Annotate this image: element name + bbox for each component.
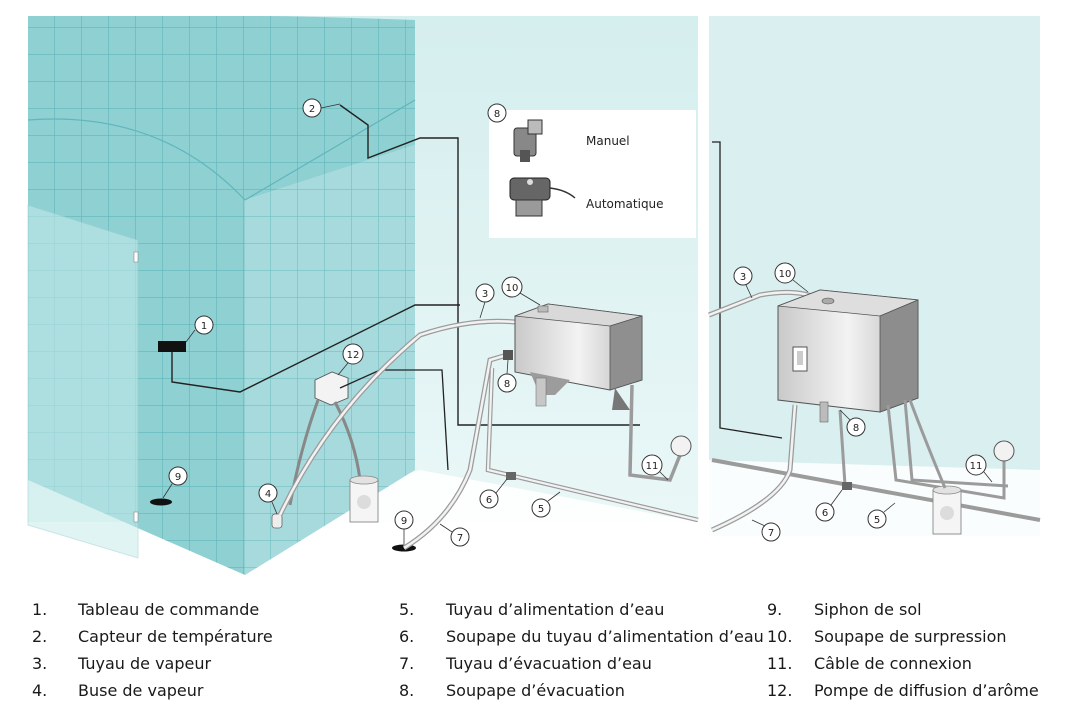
floor-drain xyxy=(150,498,172,506)
callout-3-right: 3 xyxy=(733,266,753,299)
callout-8-right: 8 xyxy=(839,409,866,437)
aroma-bottle xyxy=(349,475,379,523)
callout-11: 11 xyxy=(641,454,669,481)
svg-text:10: 10 xyxy=(779,269,792,280)
svg-text:12: 12 xyxy=(347,350,360,361)
svg-text:8: 8 xyxy=(504,379,510,390)
callout-8-inset: 8 xyxy=(487,103,507,123)
svg-text:8: 8 xyxy=(853,423,859,434)
aroma-bottle-right xyxy=(932,485,962,535)
glass-door xyxy=(27,204,139,559)
callout-7: 7 xyxy=(439,523,470,547)
callout-10: 10 xyxy=(501,276,541,306)
right-scene xyxy=(708,16,1041,536)
callout-6: 6 xyxy=(479,478,508,509)
callout-9-outside: 9 xyxy=(394,510,414,544)
aroma-pump xyxy=(314,371,349,406)
left-scene xyxy=(27,16,699,580)
shower-side-wall xyxy=(245,145,415,575)
steam-generator-large xyxy=(777,289,919,423)
svg-text:3: 3 xyxy=(482,289,488,300)
svg-text:6: 6 xyxy=(486,495,492,506)
junction-box xyxy=(670,435,692,457)
manual-label: Manuel xyxy=(586,134,630,148)
svg-text:7: 7 xyxy=(768,528,774,539)
manual-valve-icon xyxy=(513,119,543,162)
callouts: 8 1 2 3 10 12 8 4 9 9 7 6 5 11 3 10 8 11… xyxy=(162,98,993,547)
automatic-label: Automatique xyxy=(586,197,664,211)
callout-9: 9 xyxy=(162,466,188,499)
svg-text:5: 5 xyxy=(874,515,880,526)
callout-2: 2 xyxy=(302,98,341,118)
callout-12: 12 xyxy=(337,343,364,376)
svg-text:8: 8 xyxy=(494,109,500,120)
svg-text:7: 7 xyxy=(457,533,463,544)
svg-text:1: 1 xyxy=(201,321,207,332)
callout-7-right: 7 xyxy=(751,519,781,542)
steam-nozzle xyxy=(271,513,283,529)
steam-generator xyxy=(514,303,643,410)
svg-text:4: 4 xyxy=(265,489,271,500)
svg-text:9: 9 xyxy=(175,472,181,483)
svg-text:6: 6 xyxy=(822,508,828,519)
steam-installation-diagram: Manuel Automatique xyxy=(27,16,1041,580)
valve-inset: Manuel Automatique xyxy=(489,110,696,238)
legend: 1.Tableau de commande 2.Capteur de tempé… xyxy=(32,600,1039,700)
svg-text:2: 2 xyxy=(309,104,315,115)
svg-text:10: 10 xyxy=(506,283,519,294)
callout-4: 4 xyxy=(258,483,278,515)
svg-text:9: 9 xyxy=(401,516,407,527)
callout-6-right: 6 xyxy=(815,489,843,522)
callout-3: 3 xyxy=(475,283,495,319)
callout-5: 5 xyxy=(531,491,561,518)
drain-valve xyxy=(503,350,513,360)
svg-text:3: 3 xyxy=(740,272,746,283)
control-panel xyxy=(158,341,186,352)
callout-10-right: 10 xyxy=(774,262,809,293)
svg-text:11: 11 xyxy=(646,461,659,472)
svg-text:11: 11 xyxy=(970,461,983,472)
callout-8: 8 xyxy=(497,359,517,393)
svg-text:5: 5 xyxy=(538,504,544,515)
automatic-valve-icon xyxy=(509,177,576,217)
junction-box-right xyxy=(993,440,1015,462)
callout-5-right: 5 xyxy=(867,502,896,529)
callout-11-right: 11 xyxy=(965,454,993,483)
callout-1: 1 xyxy=(185,315,214,343)
